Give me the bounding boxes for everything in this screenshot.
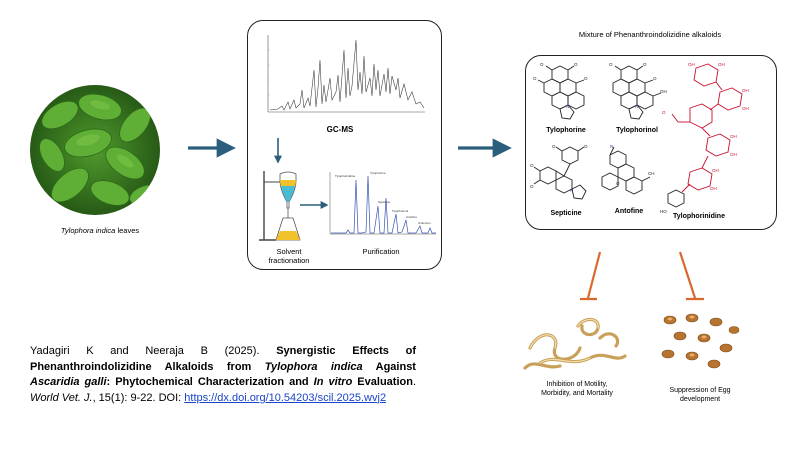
egg-cells-image [661,313,740,369]
leaf-species: Tylophora indica [60,226,116,235]
citation-title-part-c: : Phytochemical Characterization and [106,376,314,389]
tylophorinidine-structure: OH OH OH OH O OH OH OH OH HO [660,62,749,214]
septicine-structure: O O O O N [530,145,588,200]
svg-text:O: O [552,145,556,149]
effect-motility-label: Inhibition of Motility, Morbidity, and M… [541,381,613,398]
svg-text:CH: CH [648,171,655,176]
svg-text:O: O [643,62,647,67]
svg-text:O: O [584,76,588,81]
citation-title-invitro: In vitro [313,376,353,389]
citation-title-part-d: Evaluation [352,376,413,389]
svg-text:Unknown: Unknown [418,221,431,225]
compound-antofine: Antofine [614,208,644,215]
citation-after-title: . [412,376,416,389]
solvent-fractionation-label: Solvent fractionation [268,247,310,265]
inhibit-line-egg [678,251,697,299]
citation-authors: Yadagiri K and Neeraja B (2025). [30,345,277,357]
svg-text:OH: OH [718,62,725,67]
tylophora-leaves-image [30,85,160,215]
citation-title-parasite: Ascaridia galli [30,376,107,389]
citation-volume: , 15(1): 9-22. DOI: [92,391,185,404]
effect-egg-label: Suppression of Egg development [669,387,731,404]
svg-text:Septicine: Septicine [378,200,391,204]
leaf-suffix: leaves [115,226,140,235]
compound-tylophorine: Tylophorine [546,127,586,134]
citation-journal: World Vet. J. [30,391,93,404]
inhibit-line-motility [586,251,602,299]
svg-text:O: O [584,145,588,149]
citation-title-part-a: Synergistic Effects of Phenanthroindoliz… [30,345,417,373]
ascaridia-worms-image [523,317,627,370]
svg-text:HO: HO [660,209,667,214]
tylophorinol-structure: O O O OH N [609,62,667,120]
purification-label: Purification [362,247,400,256]
svg-text:O: O [533,76,537,81]
citation-block: Yadagiri K and Neeraja B (2025). Synergi… [30,344,416,406]
svg-text:O: O [530,163,534,168]
svg-text:OH: OH [730,134,737,139]
citation-doi-link[interactable]: https://dx.doi.org/10.54203/scil.2025.wv… [184,391,387,404]
svg-text:O: O [616,181,620,186]
citation-title-species: Tylophora indica [264,360,363,373]
tylophorine-structure: O O O O N [533,62,588,120]
svg-text:O: O [653,76,657,81]
mixture-panel [525,55,777,230]
svg-text:N: N [610,145,613,149]
svg-text:Antofine: Antofine [406,215,417,219]
svg-text:N: N [566,104,569,109]
citation-title-part-b: Against [362,360,416,373]
svg-text:O: O [540,62,544,67]
svg-text:Tylophorine: Tylophorine [370,171,386,175]
svg-text:O: O [662,110,666,115]
compound-septicine: Septicine [550,210,582,217]
compound-tylophorinol: Tylophorinol [616,127,658,134]
purification-chromatogram: Tylophorinidine Tylophorine Septicine Ty… [329,171,436,235]
gcms-label: GC-MS [326,125,354,134]
separatory-funnel-icon [259,171,301,241]
citation-title: Synergistic Effects of Phenanthroindoliz… [30,345,416,388]
svg-text:OH: OH [730,152,737,157]
svg-text:OH: OH [688,62,695,67]
svg-text:OH: OH [742,88,749,93]
svg-text:N: N [570,188,573,193]
gcms-chromatogram [267,35,425,113]
svg-text:OH: OH [660,89,667,94]
svg-text:Tylophorinidine: Tylophorinidine [335,174,356,178]
antofine-structure: N O CH [601,145,655,195]
process-internal-arrows [274,138,329,209]
mixture-title: Mixture of Phenanthroindolizidine alkalo… [578,30,722,39]
svg-text:O: O [530,184,534,189]
svg-text:N: N [635,104,638,109]
svg-text:OH: OH [742,106,749,111]
compound-tylophorinidine: Tylophorinidine [673,213,725,220]
leaf-caption: Tylophora indica leaves [40,226,160,235]
svg-text:O: O [609,62,613,67]
svg-text:O: O [574,62,578,67]
svg-text:Tylophorinol: Tylophorinol [392,209,409,213]
svg-text:OH: OH [710,186,717,191]
svg-text:OH: OH [712,168,719,173]
